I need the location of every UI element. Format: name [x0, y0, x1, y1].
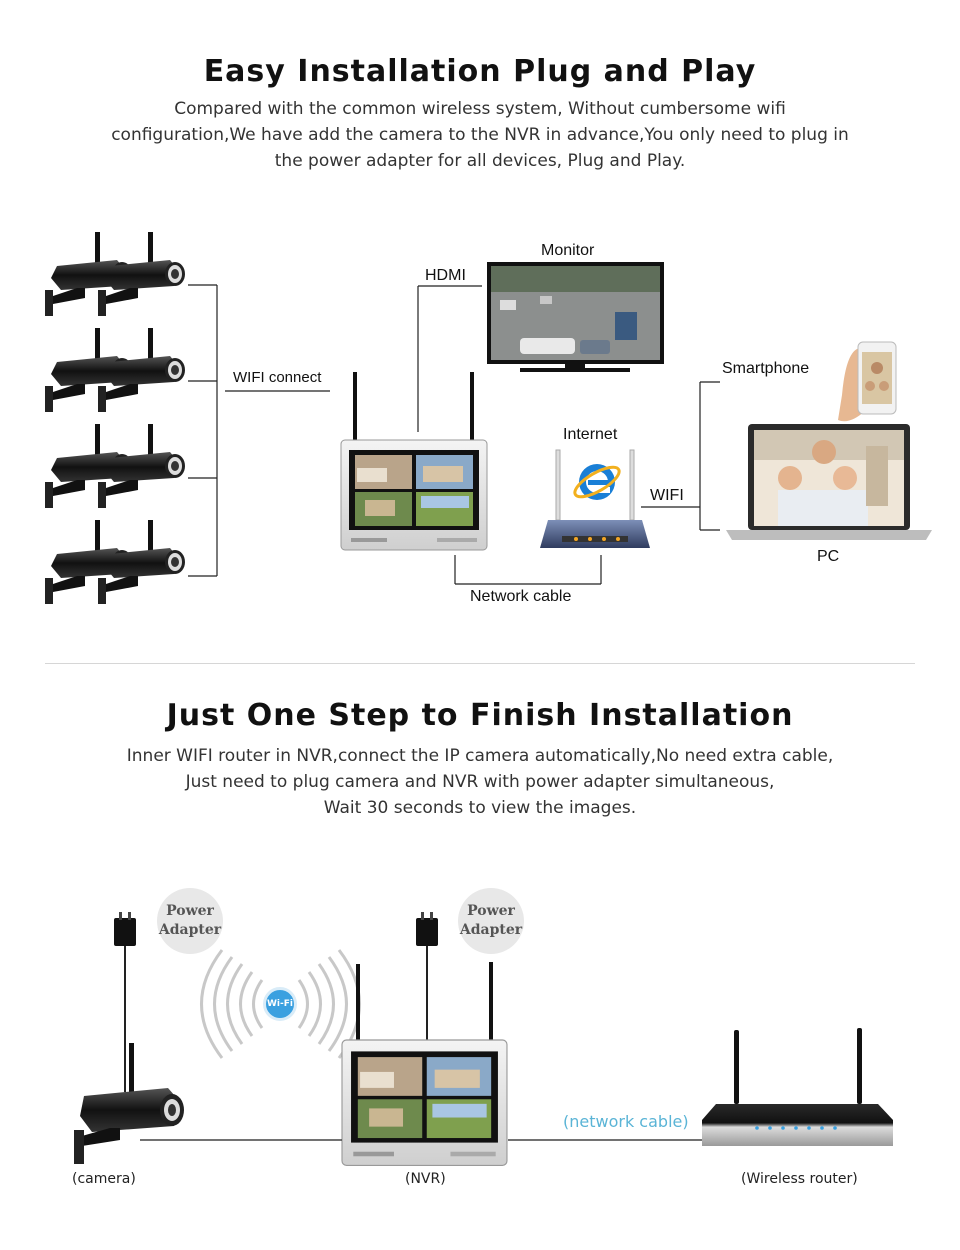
smartphone-label: Smartphone — [722, 360, 810, 377]
wifi-connect-label: WIFI connect — [233, 369, 322, 386]
power-adapter-badge-line: Adapter — [158, 922, 222, 938]
wifi-badge: Wi-Fi — [263, 987, 297, 1021]
section1-title: Easy Installation Plug and Play — [203, 54, 757, 89]
camera-icon — [45, 520, 185, 604]
section2-description-line: Just need to plug camera and NVR with po… — [185, 772, 775, 792]
pc-label: PC — [817, 548, 840, 565]
section1-description-line: the power adapter for all devices, Plug … — [274, 151, 686, 171]
power-adapter-badge-line: Power — [166, 903, 214, 919]
network-cable-label: Network cable — [470, 588, 572, 605]
section2-description-line: Inner WIFI router in NVR,connect the IP … — [126, 746, 834, 766]
power-adapter-icon — [416, 912, 438, 1042]
wireless-router-caption: (Wireless router) — [741, 1171, 858, 1187]
section1-description-line: configuration,We have add the camera to … — [111, 125, 849, 145]
nvr-icon — [340, 372, 488, 551]
camera-icon — [74, 1043, 184, 1164]
wifi-badge-label: Wi-Fi — [267, 999, 293, 1009]
camera-caption: (camera) — [72, 1171, 136, 1187]
network-cable-line — [454, 555, 602, 585]
camera-icon — [45, 232, 185, 316]
section2-description: Inner WIFI router in NVR,connect the IP … — [60, 743, 900, 821]
router-icon — [540, 449, 650, 548]
wifi-label: WIFI — [650, 487, 684, 504]
nvr-caption: (NVR) — [405, 1171, 446, 1187]
hdmi-line — [417, 285, 482, 432]
power-adapter-badge-line: Adapter — [459, 922, 523, 938]
section1-description-line: Compared with the common wireless system… — [174, 99, 786, 119]
section2-description-line: Wait 30 seconds to view the images. — [323, 798, 637, 818]
internet-explorer-icon — [573, 464, 621, 500]
network-cable-caption: (network cable) — [563, 1112, 689, 1131]
wifi-line — [641, 381, 720, 531]
nvr-icon — [341, 962, 508, 1166]
power-adapter-badge-line: Power — [467, 903, 515, 919]
camera-icon — [45, 424, 185, 508]
power-adapter-badge: Power Adapter — [157, 888, 223, 954]
smartphone-icon — [838, 341, 897, 422]
monitor-label: Monitor — [541, 242, 595, 259]
section1-description: Compared with the common wireless system… — [60, 96, 900, 174]
power-adapter-icon — [114, 912, 136, 1092]
wifi-connect-lines — [188, 284, 330, 577]
laptop-icon — [726, 424, 932, 540]
camera-icon — [45, 328, 185, 412]
monitor-icon — [487, 262, 664, 372]
hdmi-label: HDMI — [425, 267, 466, 284]
wireless-router-icon — [702, 1028, 893, 1146]
section2-title: Just One Step to Finish Installation — [166, 698, 794, 733]
internet-label: Internet — [563, 426, 618, 443]
power-adapter-badge: Power Adapter — [458, 888, 524, 954]
